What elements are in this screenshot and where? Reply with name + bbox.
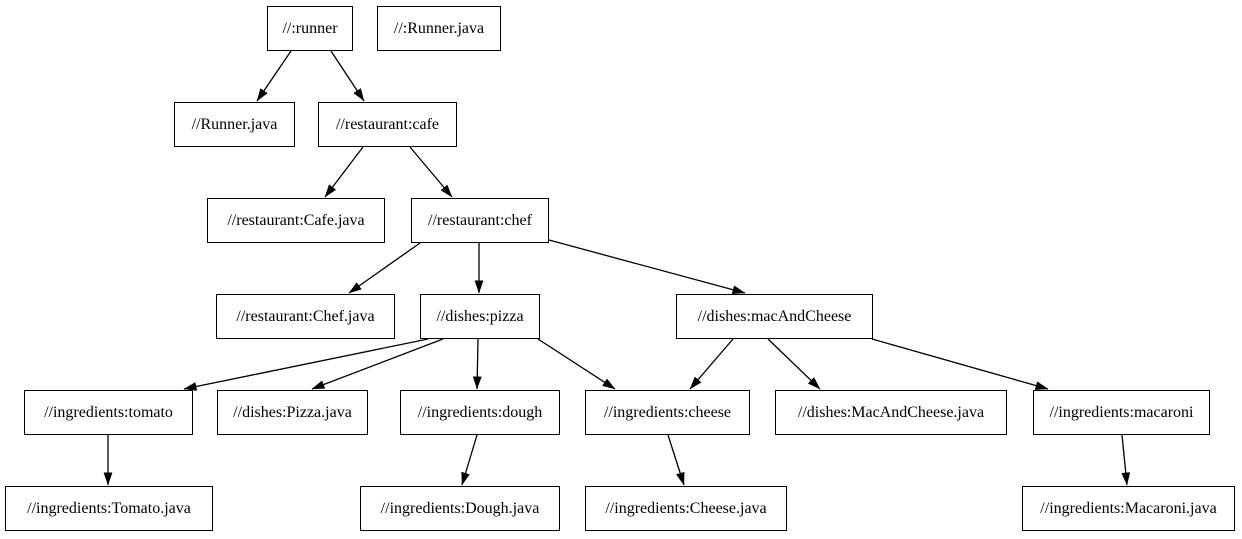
node-cheese: //ingredients:cheese [585, 390, 750, 435]
edge-pizza-tomato [183, 338, 429, 391]
edge-cafe-chef [409, 146, 453, 198]
node-pizza-java: //dishes:Pizza.java [217, 390, 368, 435]
node-pizza: //dishes:pizza [420, 294, 540, 339]
edge-dough-dough-java [461, 434, 478, 486]
node-chef-java: //restaurant:Chef.java [216, 294, 395, 339]
edge-runner-runner-java [256, 50, 292, 102]
edge-chef-chef-java [348, 242, 421, 294]
node-macaroni: //ingredients:macaroni [1033, 390, 1210, 435]
node-cafe: //restaurant:cafe [318, 102, 457, 147]
node-tomato-java: //ingredients:Tomato.java [5, 486, 213, 531]
edge-chef-mac-and-cheese [548, 239, 746, 294]
edge-cafe-cafe-java [324, 146, 364, 198]
node-mac-and-cheese: //dishes:macAndCheese [676, 294, 873, 339]
node-runner: //:runner [267, 6, 353, 51]
edge-pizza-cheese [537, 338, 616, 390]
edge-mac-and-cheese-macaroni [871, 338, 1049, 390]
edge-cheese-cheese-java [667, 434, 685, 486]
edge-macaroni-macaroni-java [1121, 434, 1131, 486]
node-mac-and-cheese-java: //dishes:MacAndCheese.java [775, 390, 1007, 435]
edge-mac-and-cheese-cheese [689, 338, 734, 390]
edge-mac-and-cheese-mac-and-cheese-java [767, 338, 821, 390]
edge-pizza-pizza-java [311, 338, 444, 390]
node-chef: //restaurant:chef [411, 198, 549, 243]
edge-runner-cafe [330, 50, 365, 102]
node-runner-java-root: //:Runner.java [377, 6, 501, 51]
node-dough: //ingredients:dough [400, 390, 560, 435]
node-runner-java: //Runner.java [174, 102, 295, 147]
node-cafe-java: //restaurant:Cafe.java [207, 198, 385, 243]
node-cheese-java: //ingredients:Cheese.java [585, 486, 787, 531]
edge-pizza-dough [472, 338, 482, 390]
node-tomato: //ingredients:tomato [24, 390, 193, 435]
node-dough-java: //ingredients:Dough.java [360, 486, 560, 531]
node-macaroni-java: //ingredients:Macaroni.java [1022, 486, 1235, 531]
